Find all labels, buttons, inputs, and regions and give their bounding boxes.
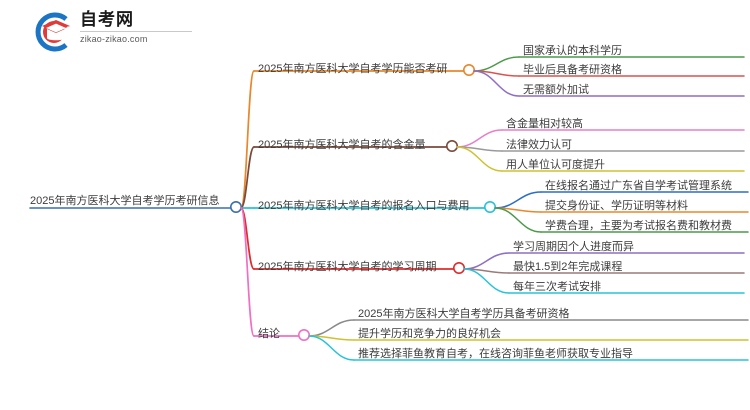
leaf-connector-4-3	[463, 268, 510, 294]
leaf-connector-2-3	[456, 146, 503, 172]
leaf-connector-5-3	[308, 335, 355, 361]
logo-divider	[80, 31, 192, 32]
leaf-node-label-4-3[interactable]: 每年三次考试安排	[513, 281, 601, 293]
root-node-handle[interactable]	[230, 201, 243, 214]
logo-title: 自考网	[80, 10, 134, 29]
branch-node-label-3[interactable]: 2025年南方医科大学自考的报名入口与费用	[258, 200, 470, 212]
leaf-node-label-1-2[interactable]: 毕业后具备考研资格	[523, 64, 622, 76]
leaf-connector-2-1	[456, 129, 503, 148]
leaf-connector-4-1	[463, 252, 510, 270]
branch-node-handle-5[interactable]	[297, 328, 310, 341]
leaf-connector-1-3	[473, 70, 520, 97]
leaf-node-label-4-1[interactable]: 学习周期因个人进度而异	[513, 241, 634, 253]
branch-node-handle-2[interactable]	[445, 140, 458, 153]
branch-connector-2	[240, 146, 255, 209]
leaf-node-label-3-2[interactable]: 提交身份证、学历证明等材料	[545, 200, 688, 212]
leaf-connector-3-3	[494, 207, 542, 233]
branch-connector-5	[240, 207, 255, 337]
branch-node-handle-1[interactable]	[462, 64, 475, 77]
leaf-node-label-3-1[interactable]: 在线报名通过广东省自学考试管理系统	[545, 180, 732, 192]
branch-connector-1	[240, 70, 255, 209]
leaf-connector-5-1	[308, 319, 355, 337]
graduation-cap-icon	[28, 12, 74, 52]
branch-node-label-4[interactable]: 2025年南方医科大学自考的学习周期	[258, 261, 437, 273]
leaf-node-label-3-3[interactable]: 学费合理，主要为考试报名费和教材费	[545, 220, 732, 232]
leaf-node-label-5-2[interactable]: 提升学历和竞争力的良好机会	[358, 328, 501, 340]
leaf-node-label-5-3[interactable]: 推荐选择菲鱼教育自考，在线咨询菲鱼老师获取专业指导	[358, 348, 633, 360]
leaf-node-label-1-1[interactable]: 国家承认的本科学历	[523, 45, 622, 57]
leaf-node-label-4-2[interactable]: 最快1.5到2年完成课程	[513, 261, 623, 273]
root-node-label[interactable]: 2025年南方医科大学自考学历考研信息	[30, 195, 220, 207]
leaf-node-label-5-1[interactable]: 2025年南方医科大学自考学历具备考研资格	[358, 308, 570, 320]
leaf-connector-1-1	[473, 56, 520, 72]
leaf-node-label-2-2[interactable]: 法律效力认可	[506, 139, 572, 151]
branch-node-handle-4[interactable]	[452, 261, 465, 274]
logo-wordmark: 自考网 zikao-zikao.com	[80, 10, 200, 46]
branch-node-label-1[interactable]: 2025年南方医科大学自考学历能否考研	[258, 63, 448, 75]
leaf-node-label-1-3[interactable]: 无需额外加试	[523, 84, 589, 96]
site-logo: 自考网 zikao-zikao.com	[28, 8, 198, 56]
leaf-node-label-2-3[interactable]: 用人单位认可度提升	[506, 159, 605, 171]
branch-node-handle-3[interactable]	[483, 201, 496, 214]
leaf-node-label-2-1[interactable]: 含金量相对较高	[506, 118, 583, 130]
branch-node-label-5[interactable]: 结论	[258, 328, 280, 340]
leaf-connector-3-1	[494, 191, 542, 209]
logo-domain: zikao-zikao.com	[80, 34, 148, 44]
branch-node-label-2[interactable]: 2025年南方医科大学自考的含金量	[258, 139, 426, 151]
